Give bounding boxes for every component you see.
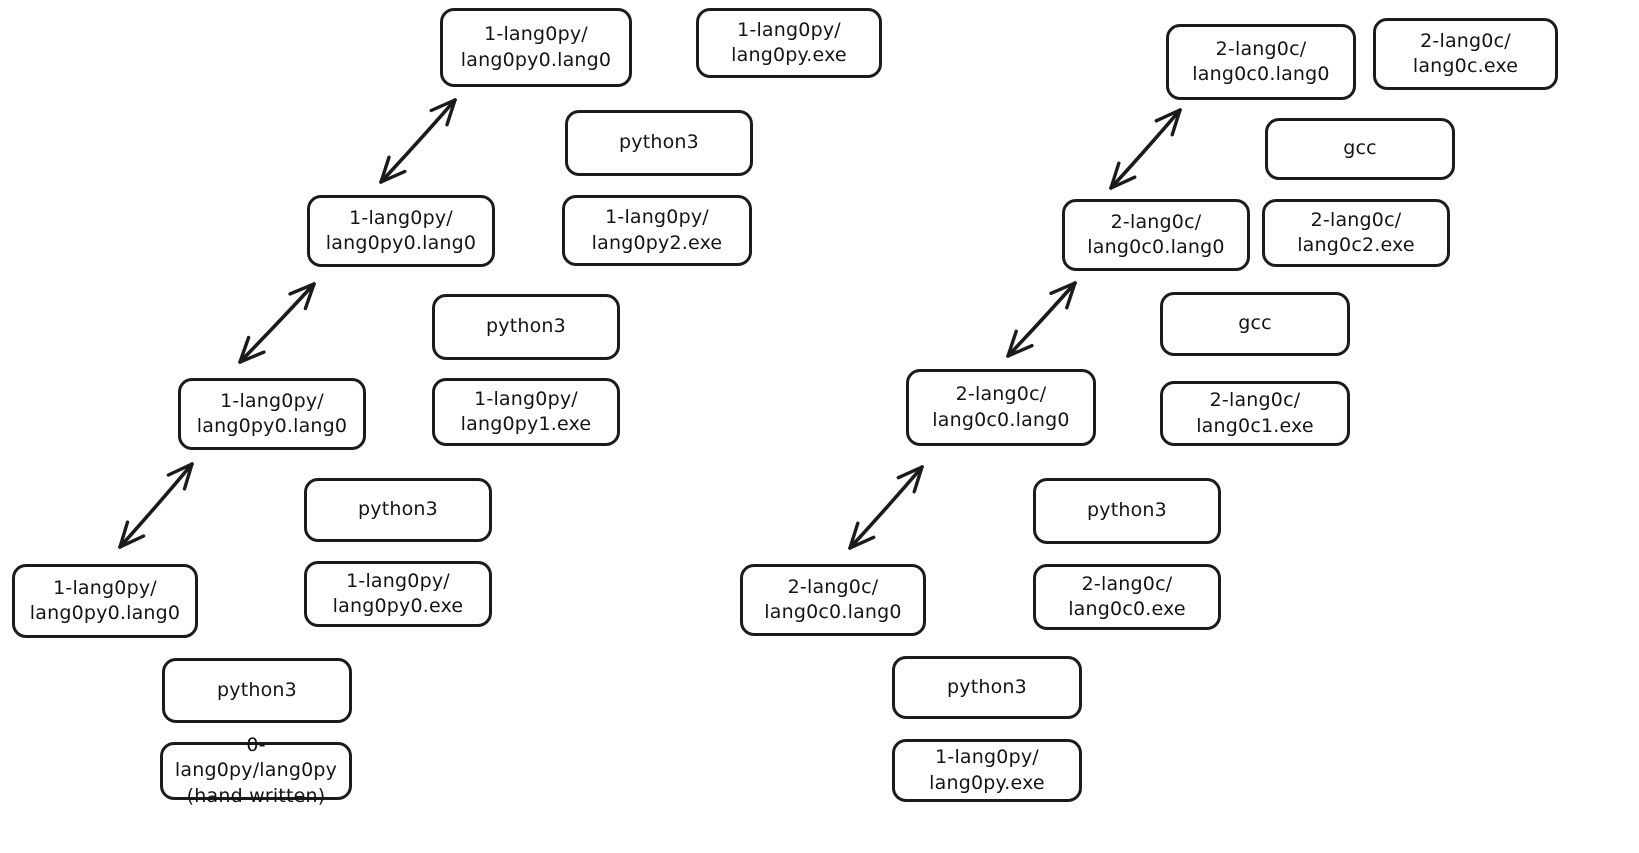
arrow-a1-double-headed <box>238 282 316 364</box>
node-label: 1-lang0py/ lang0py0.lang0 <box>325 206 477 254</box>
node-label: python3 <box>947 675 1027 698</box>
node-label: 2-lang0c/ lang0c1.exe <box>1196 389 1314 437</box>
node-label: 2-lang0c/ lang0c0.lang0 <box>1087 210 1225 258</box>
node-compiler-m5[interactable]: gcc <box>1160 292 1350 356</box>
node-label: 2-lang0c/ lang0c.exe <box>1412 29 1519 77</box>
node-source-m0[interactable]: 2-lang0c/ lang0c0.lang0 <box>1166 24 1356 100</box>
node-label: python3 <box>486 315 566 338</box>
node-label: 2-lang0c/ lang0c2.exe <box>1297 208 1415 256</box>
node-label: 2-lang0c/ lang0c0.lang0 <box>932 383 1070 431</box>
node-label: 2-lang0c/ lang0c0.lang0 <box>764 575 902 623</box>
node-label: python3 <box>1087 499 1167 522</box>
node-source-m7[interactable]: 2-lang0c/ lang0c0.lang0 <box>906 369 1096 446</box>
node-label: python3 <box>217 678 297 701</box>
node-executable-m6[interactable]: 2-lang0c/ lang0c1.exe <box>1160 381 1350 446</box>
node-label: gcc <box>1343 137 1377 160</box>
node-interpreter-m8[interactable]: python3 <box>1033 478 1221 544</box>
node-source-m4[interactable]: 2-lang0c/ lang0c0.lang0 <box>1062 199 1250 271</box>
node-compiler-m2[interactable]: gcc <box>1265 118 1455 180</box>
node-label: 1-lang0py/ lang0py0.exe <box>332 569 464 617</box>
node-interpreter-n8[interactable]: python3 <box>304 478 492 542</box>
node-label: 1-lang0py/ lang0py.exe <box>731 18 847 66</box>
node-label: 2-lang0c/ lang0c0.lang0 <box>1192 37 1330 85</box>
node-source-m10[interactable]: 2-lang0c/ lang0c0.lang0 <box>740 564 926 636</box>
node-label: 1-lang0py/ lang0py0.lang0 <box>460 23 612 71</box>
node-executable-m3[interactable]: 2-lang0c/ lang0c2.exe <box>1262 199 1450 267</box>
node-label: 0-lang0py/lang0py (hand written) <box>174 734 338 807</box>
node-interpreter-n5[interactable]: python3 <box>432 294 620 360</box>
node-label: 1-lang0py/ lang0py2.exe <box>591 206 723 254</box>
node-label: 1-lang0py/ lang0py0.lang0 <box>29 576 181 624</box>
node-source-n0[interactable]: 1-lang0py/ lang0py0.lang0 <box>440 8 632 87</box>
node-label: python3 <box>619 131 699 154</box>
node-executable-n3[interactable]: 1-lang0py/ lang0py2.exe <box>562 195 752 266</box>
node-label: 2-lang0c/ lang0c0.exe <box>1068 572 1186 620</box>
arrow-a0-double-headed <box>379 98 457 184</box>
arrow-a4-double-headed <box>1006 281 1077 358</box>
node-interpreter-n11[interactable]: python3 <box>162 658 352 723</box>
node-executable-n1[interactable]: 1-lang0py/ lang0py.exe <box>696 8 882 78</box>
arrow-a2-double-headed <box>118 462 194 549</box>
node-label: gcc <box>1238 312 1272 335</box>
arrow-a3-double-headed <box>1109 108 1182 190</box>
node-source-n4[interactable]: 1-lang0py/ lang0py0.lang0 <box>307 195 495 267</box>
arrow-a5-double-headed <box>848 465 924 550</box>
node-source-handwritten-n12[interactable]: 0-lang0py/lang0py (hand written) <box>160 734 352 807</box>
node-executable-n6[interactable]: 1-lang0py/ lang0py1.exe <box>432 378 620 446</box>
node-executable-m12[interactable]: 1-lang0py/ lang0py.exe <box>892 739 1082 802</box>
node-label: 1-lang0py/ lang0py1.exe <box>460 387 592 435</box>
node-source-n10[interactable]: 1-lang0py/ lang0py0.lang0 <box>12 564 198 638</box>
node-interpreter-m11[interactable]: python3 <box>892 656 1082 719</box>
node-source-n7[interactable]: 1-lang0py/ lang0py0.lang0 <box>178 378 366 450</box>
node-executable-m1[interactable]: 2-lang0c/ lang0c.exe <box>1373 18 1558 90</box>
node-label: 1-lang0py/ lang0py0.lang0 <box>196 389 348 437</box>
node-label: 1-lang0py/ lang0py.exe <box>929 746 1045 794</box>
node-interpreter-n2[interactable]: python3 <box>565 110 753 176</box>
node-executable-n9[interactable]: 1-lang0py/ lang0py0.exe <box>304 561 492 627</box>
node-executable-m9[interactable]: 2-lang0c/ lang0c0.exe <box>1033 564 1221 630</box>
node-label: python3 <box>358 498 438 521</box>
